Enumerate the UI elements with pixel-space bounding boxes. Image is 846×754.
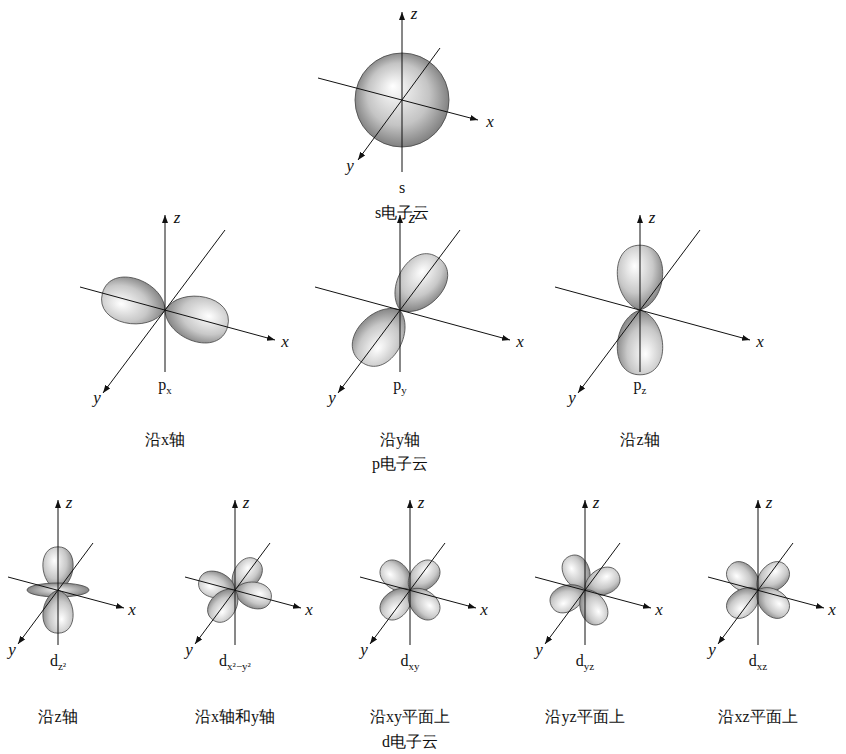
axis-label: y — [185, 641, 193, 660]
axis-label: x — [756, 333, 764, 352]
axis-label: y — [535, 641, 543, 660]
axis-label: y — [328, 389, 336, 408]
axis-label: x — [516, 333, 524, 352]
axis-label: z — [593, 494, 600, 513]
axis-label: x — [480, 601, 488, 620]
orbital-caption: 沿xz平面上 — [718, 708, 797, 726]
axis-label: x — [655, 601, 663, 620]
axis-label: y — [8, 641, 16, 660]
axes — [8, 500, 824, 645]
axis-label: y — [360, 641, 368, 660]
axis-label: y — [708, 641, 716, 660]
axis-label: x — [128, 601, 136, 620]
orbital-caption: 沿z轴 — [620, 431, 659, 449]
axis-label: z — [766, 494, 773, 513]
orbital-caption: 沿x轴 — [145, 431, 185, 449]
orbital-name: py — [393, 376, 407, 396]
orbital-caption: 沿yz平面上 — [545, 708, 624, 726]
group-caption: s电子云 — [375, 204, 429, 222]
orbital-name: dz² — [50, 652, 66, 672]
axis-label: z — [409, 209, 416, 228]
axis-label: z — [243, 494, 250, 513]
orbital-name: dyz — [576, 652, 594, 672]
orbital-caption: 沿y轴 — [380, 431, 420, 449]
orbital-caption: 沿xy平面上 — [370, 708, 450, 726]
orbital-caption: 沿x轴和y轴 — [195, 708, 275, 726]
axis-label: x — [281, 333, 289, 352]
axis-label: z — [411, 5, 418, 24]
orbital-name: dxz — [749, 652, 767, 672]
orbital-name: s — [399, 179, 405, 197]
axis-label: x — [486, 113, 494, 132]
axis-label: y — [568, 389, 576, 408]
axis-label: y — [93, 389, 101, 408]
group-caption: d电子云 — [382, 733, 438, 751]
orbital-name: px — [158, 376, 172, 396]
axis-label: z — [66, 494, 73, 513]
axes — [318, 12, 478, 172]
axis-label: z — [649, 209, 656, 228]
axis-label: x — [305, 601, 313, 620]
axis-label: x — [828, 601, 836, 620]
axis-label: y — [346, 157, 354, 176]
axes — [80, 215, 750, 393]
axis-label: z — [174, 209, 181, 228]
orbital-name: dx²−y² — [219, 652, 251, 672]
orbital-name: pz — [634, 376, 647, 396]
orbital-name: dxy — [401, 652, 420, 672]
group-caption: p电子云 — [372, 455, 428, 473]
orbital-caption: 沿z轴 — [38, 708, 77, 726]
axis-label: z — [418, 494, 425, 513]
